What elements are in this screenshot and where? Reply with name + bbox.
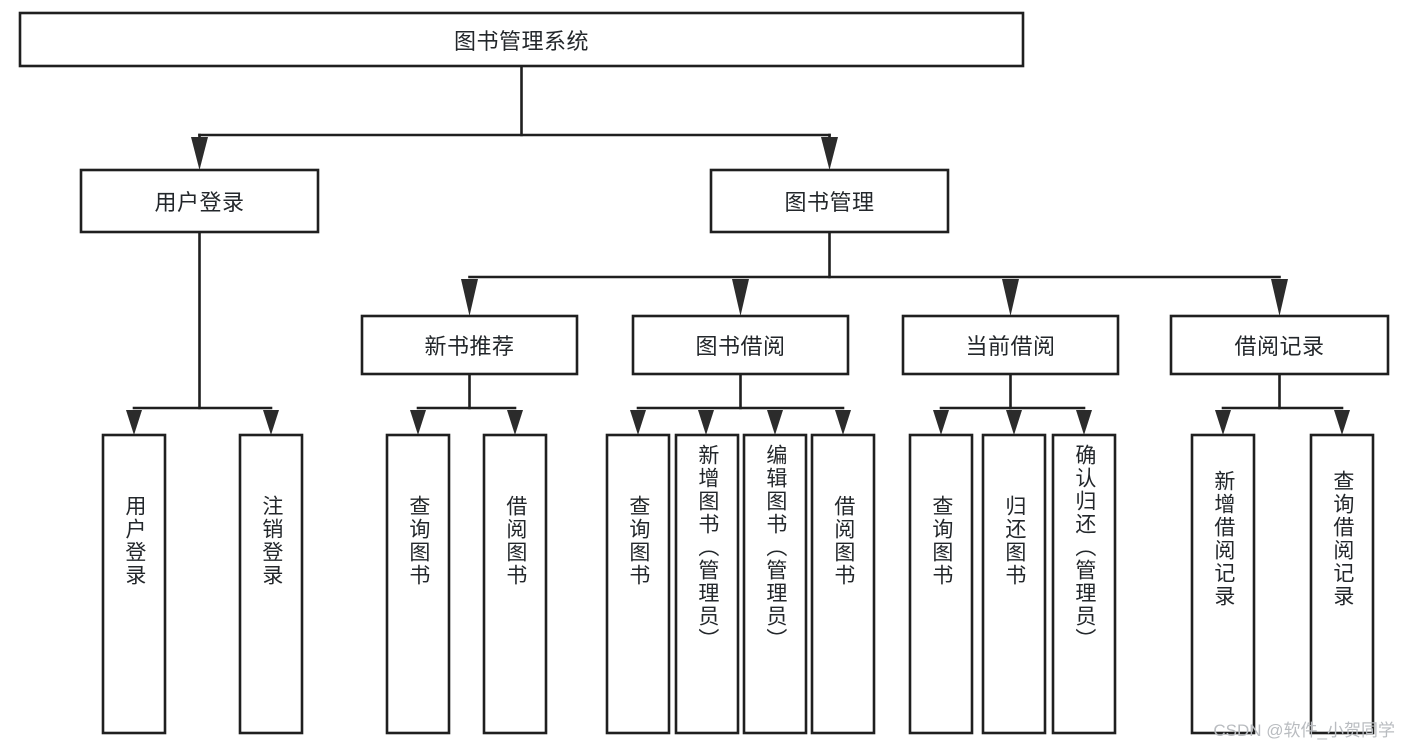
leaf-query-book-current[interactable]: [908, 433, 974, 735]
leaf-borrow-book[interactable]: [810, 433, 876, 735]
arrow-head-leaf-query-record: [1334, 410, 1350, 435]
arrow-head-leaf-return-book: [1006, 410, 1022, 435]
arrow-head-leaf-query-book-2: [630, 410, 646, 435]
arrow-head-borrow-record: [1271, 279, 1288, 316]
arrow-head-leaf-add-book: [698, 410, 714, 435]
arrow-head-leaf-logout: [263, 410, 279, 435]
connector-group-user-login: [126, 230, 279, 435]
arrow-head-book-manage: [821, 137, 838, 170]
arrow-head-new-book-rec: [461, 279, 478, 316]
csdn-watermark: CSDN @软件_小贺同学: [1213, 721, 1395, 740]
arrow-head-book-borrow: [732, 279, 749, 316]
arrow-head-leaf-edit-book: [767, 410, 783, 435]
leaf-query-book-borrow[interactable]: [605, 433, 671, 735]
arrow-head-leaf-borrow-book-2: [835, 410, 851, 435]
arrow-head-leaf-user-login: [126, 410, 142, 435]
arrow-head-leaf-query-book-3: [933, 410, 949, 435]
arrow-head-leaf-confirm-return: [1076, 410, 1092, 435]
arrow-head-leaf-query-book-1: [410, 410, 426, 435]
leaf-user-login[interactable]: [101, 433, 167, 735]
leaf-add-book-admin[interactable]: [674, 433, 740, 735]
node-borrow-record[interactable]: [1169, 314, 1390, 376]
leaf-add-borrow-record[interactable]: [1190, 433, 1256, 735]
leaf-return-book[interactable]: [981, 433, 1047, 735]
connector-group-book-borrow: [630, 372, 851, 435]
node-new-book-recommend[interactable]: [360, 314, 579, 376]
connector-group-new-book-rec: [410, 372, 523, 435]
arrow-head-user-login: [191, 137, 208, 170]
leaf-confirm-return-admin[interactable]: [1051, 433, 1117, 735]
arrow-head-leaf-add-record: [1215, 410, 1231, 435]
connector-group-book-manage: [461, 230, 1288, 316]
leaf-borrow-book-rec[interactable]: [482, 433, 548, 735]
connector-group-borrow-record: [1215, 372, 1350, 435]
leaf-logout-login[interactable]: [238, 433, 304, 735]
node-user-login[interactable]: [79, 168, 320, 234]
connector-group-root: [191, 64, 838, 170]
node-current-borrow[interactable]: [901, 314, 1120, 376]
node-root-book-system[interactable]: [18, 11, 1025, 68]
node-book-borrow[interactable]: [631, 314, 850, 376]
arrow-head-leaf-borrow-book-1: [507, 410, 523, 435]
connector-group-current-borrow: [933, 372, 1092, 435]
node-book-manage[interactable]: [709, 168, 950, 234]
leaf-query-borrow-record[interactable]: [1309, 433, 1375, 735]
leaf-query-book-rec[interactable]: [385, 433, 451, 735]
arrow-head-current-borrow: [1002, 279, 1019, 316]
leaf-edit-book-admin[interactable]: [742, 433, 808, 735]
